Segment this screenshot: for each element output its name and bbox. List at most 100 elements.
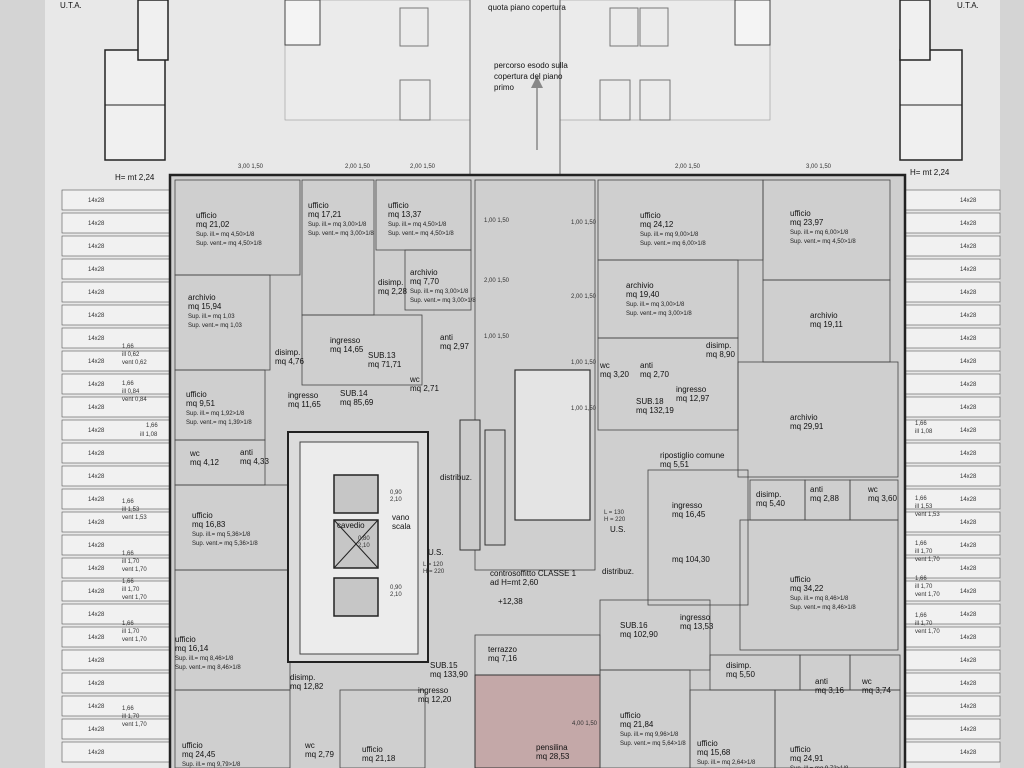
panel-slot — [901, 327, 1001, 349]
panel-slot — [901, 258, 1001, 280]
panel-label: 14x28 — [960, 267, 977, 273]
window-dim-left: ill 1,70 — [122, 629, 140, 635]
panel-label: 14x28 — [960, 589, 977, 595]
room-label-disimp-5-40: disimp. — [756, 490, 781, 499]
uta-left-label: U.T.A. — [60, 1, 82, 10]
panel-label: 14x28 — [960, 221, 977, 227]
panel-label: 14x28 — [960, 405, 977, 411]
room-label-ufficio-24-91: Sup. ill.= mq 9,72>1/8 — [790, 766, 849, 768]
left-panel-stack: 14x2814x2814x2814x2814x2814x2814x2814x28… — [61, 189, 171, 763]
room-label-ufficio-13-37: Sup. ill.= mq 4,50>1/8 — [388, 222, 447, 228]
room-label-ufficio-16-83: Sup. ill.= mq 5,36>1/8 — [192, 532, 251, 538]
panel-slot — [901, 741, 1001, 763]
room-label-archivio-15-94: Sup. ill.= mq 1,03 — [188, 314, 235, 320]
room-label-ufficio-34-22: Sup. vent.= mq 8,46>1/8 — [790, 605, 856, 611]
room-label-ufficio-24-91: mq 24,91 — [790, 754, 824, 763]
room-label-ingresso-13-53: mq 13,53 — [680, 622, 714, 631]
room-label-sub-15: mq 133,90 — [430, 670, 468, 679]
window-dim-right: vent 1,70 — [915, 592, 940, 598]
window-dim-left: 1,66 — [122, 381, 134, 387]
room-label-wc-3-60: mq 3,60 — [868, 494, 897, 503]
window-dim-right: ill 1,53 — [915, 504, 933, 510]
room-label-disimp-4-76: mq 4,76 — [275, 357, 304, 366]
panel-label: 14x28 — [960, 658, 977, 664]
panel-label: 14x28 — [88, 313, 105, 319]
room-label-ufficio-16-14: Sup. ill.= mq 8,46>1/8 — [175, 656, 234, 662]
room-label-ingresso-16-45: ingresso — [672, 501, 703, 510]
panel-label: 14x28 — [88, 198, 105, 204]
panel-label: 14x28 — [960, 704, 977, 710]
panel-slot — [901, 189, 1001, 211]
building-outline — [168, 173, 907, 768]
panel-slot — [901, 649, 1001, 671]
room-label-anti-2-97: mq 2,97 — [440, 342, 469, 351]
window-dim-left: 1,66 — [122, 499, 134, 505]
window-dim-left: 1,66 — [122, 621, 134, 627]
window-dim-left: 1,66 — [122, 579, 134, 585]
window-dim-right: vent 1,70 — [915, 557, 940, 563]
room-label-anti-2-70: anti — [640, 361, 653, 370]
pensilina-area — [474, 674, 601, 768]
panel-slot — [61, 534, 171, 556]
panel-label: 14x28 — [960, 451, 977, 457]
window-dim-left: ill 1,70 — [122, 714, 140, 720]
room-label-disimp-8-90: disimp. — [706, 341, 731, 350]
panel-label: 14x28 — [88, 520, 105, 526]
room-label-ripostiglio: mq 5,51 — [660, 460, 689, 469]
height-left-label: H= mt 2,24 — [115, 173, 155, 182]
room-label-ufficio-34-22: mq 34,22 — [790, 584, 824, 593]
lift-dim: 0,90 — [390, 490, 402, 496]
panel-slot — [61, 672, 171, 694]
window-dim-right: 1,66 — [915, 576, 927, 582]
room-label-disimp-12-82: mq 12,82 — [290, 682, 324, 691]
room-label-ufficio-23-97: mq 23,97 — [790, 218, 824, 227]
panel-slot — [901, 442, 1001, 464]
room-label-distribuz-h: distribuz. — [602, 567, 634, 576]
room-label-archivio-19-11: archivio — [810, 311, 838, 320]
us-dim: L = 120 — [423, 562, 444, 568]
room-label-anti-2-88: anti — [810, 485, 823, 494]
window-dim-right: vent 1,70 — [915, 629, 940, 635]
top-labels: U.T.A.U.T.A.quota piano coperturapercors… — [60, 1, 979, 182]
room-label-ufficio-13-37: Sup. vent.= mq 4,50>1/8 — [388, 231, 454, 237]
room-label-ufficio-24-91: ufficio — [790, 745, 811, 754]
room-label-ufficio-34-22: ufficio — [790, 575, 811, 584]
panel-label: 14x28 — [960, 543, 977, 549]
room-label-sub-16: mq 102,90 — [620, 630, 658, 639]
panel-slot — [61, 212, 171, 234]
room-label-ufficio-16-83: mq 16,83 — [192, 520, 226, 529]
room-label-ufficio-21-02: Sup. vent.= mq 4,50>1/8 — [196, 241, 262, 247]
us-dim: L = 130 — [604, 510, 625, 516]
lift-dim: 2,10 — [358, 543, 370, 549]
panel-label: 14x28 — [960, 497, 977, 503]
room-label-disimp-5-40: mq 5,40 — [756, 499, 785, 508]
room-label-controsoffitto: ad H=mt 2,60 — [490, 578, 539, 587]
room-label-ufficio-34-22: Sup. ill.= mq 8,46>1/8 — [790, 596, 849, 602]
panel-slot — [901, 212, 1001, 234]
panel-label: 14x28 — [960, 428, 977, 434]
room-label-vano-scala: scala — [392, 522, 411, 531]
window-dim-left: ill 1,70 — [122, 587, 140, 593]
side-dim: 1,00 1,50 — [571, 406, 597, 412]
room-label-archivio-19-40: mq 19,40 — [626, 290, 660, 299]
panel-label: 14x28 — [88, 382, 105, 388]
room-label-sub-104: mq 104,30 — [672, 555, 710, 564]
panel-label: 14x28 — [960, 382, 977, 388]
room-label-cavedio: cavedio — [337, 521, 365, 530]
panel-label: 14x28 — [88, 267, 105, 273]
panel-label: 14x28 — [88, 750, 105, 756]
panel-label: 14x28 — [960, 359, 977, 365]
panel-label: 14x28 — [88, 497, 105, 503]
room-label-ufficio-9-51: Sup. vent.= mq 1,39>1/8 — [186, 420, 252, 426]
room-label-ufficio-23-97: ufficio — [790, 209, 811, 218]
window-dim-left: vent 1,70 — [122, 637, 147, 643]
room-label-ufficio-15-68: ufficio — [697, 739, 718, 748]
room-label-ufficio-16-83: Sup. vent.= mq 5,36>1/8 — [192, 541, 258, 547]
window-dim-right: ill 1,08 — [915, 429, 933, 435]
room-label-ufficio-21-84: mq 21,84 — [620, 720, 654, 729]
room-label-ufficio-21-18: mq 21,18 — [362, 754, 396, 763]
room-label-ufficio-23-97: Sup. ill.= mq 6,00>1/8 — [790, 230, 849, 236]
panel-label: 14x28 — [960, 681, 977, 687]
panel-slot — [61, 488, 171, 510]
panel-slot — [901, 350, 1001, 372]
